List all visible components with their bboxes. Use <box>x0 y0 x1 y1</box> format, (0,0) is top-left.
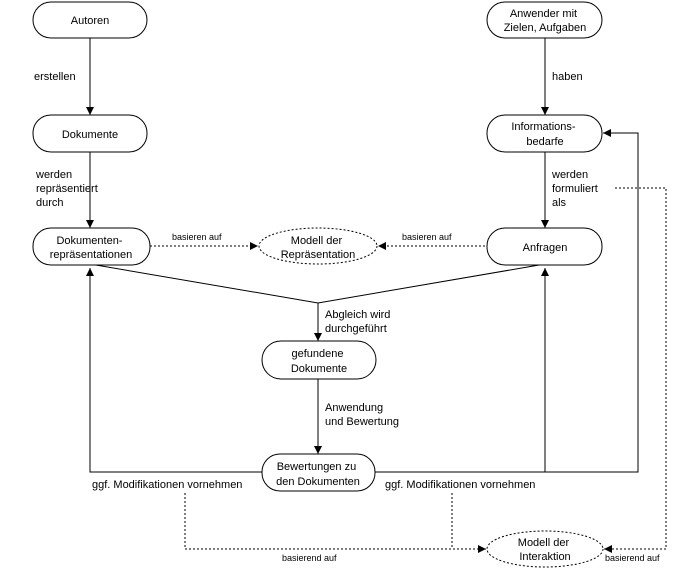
node-bewertungen-label: Bewertungen zu den Dokumenten <box>276 461 360 488</box>
node-anfragen: Anfragen <box>486 227 603 266</box>
node-bewertungen: Bewertungen zu den Dokumenten <box>261 453 376 492</box>
node-informationsbedarfe: Informations- bedarfe <box>486 114 603 153</box>
node-modell-repraesentation: Modell der Repräsentation <box>258 227 378 265</box>
label-werden-formuliert: werden formuliert als <box>551 169 601 209</box>
edge-feedback-repraesentationen <box>86 268 262 473</box>
node-dokumente-label: Dokumente <box>62 129 118 141</box>
edge-modifikationen-left-interaktion <box>184 493 486 553</box>
label-erstellen: erstellen <box>34 71 76 83</box>
node-anwender: Anwender mit Zielen, Aufgaben <box>486 1 603 39</box>
edges <box>86 38 667 553</box>
edge-formuliert-interaktion <box>604 187 667 553</box>
label-basierend-auf-left: basierend auf <box>282 553 337 563</box>
label-basieren-auf-right: basieren auf <box>402 232 452 242</box>
label-haben: haben <box>552 71 583 83</box>
label-werden-repraesentiert: werden repräsentiert durch <box>35 169 101 209</box>
node-informationsbedarfe-label: Informations- bedarfe <box>511 121 578 148</box>
label-basieren-auf-left: basieren auf <box>172 232 222 242</box>
node-autoren-label: Autoren <box>71 15 110 27</box>
node-gefundene: gefundene Dokumente <box>261 340 377 380</box>
label-basierend-auf-right: basierend auf <box>605 553 660 563</box>
nodes: Autoren Dokumente Dokumenten- repräsenta… <box>32 1 604 568</box>
edge-matching <box>89 263 546 304</box>
edge-feedback-informationsbedarfe <box>545 129 639 473</box>
label-modifikationen-left: ggf. Modifikationen vornehmen <box>92 479 242 491</box>
node-autoren: Autoren <box>32 1 148 39</box>
node-modell-interaktion: Modell der Interaktion <box>486 530 604 568</box>
node-dokumente: Dokumente <box>32 114 148 153</box>
node-modell-interaktion-label: Modell der Interaktion <box>518 537 572 563</box>
edge-labels: erstellen werden repräsentiert durch bas… <box>34 71 660 563</box>
node-repraesentationen: Dokumenten- repräsentationen <box>32 227 151 266</box>
node-repraesentationen-label: Dokumenten- repräsentationen <box>50 235 133 261</box>
node-modell-repraesentation-label: Modell der Repräsentation <box>281 235 356 261</box>
node-gefundene-label: gefundene Dokumente <box>291 348 347 375</box>
node-anfragen-label: Anfragen <box>523 242 568 254</box>
node-anwender-label: Anwender mit Zielen, Aufgaben <box>504 8 587 34</box>
label-anwendung: Anwendung und Bewertung <box>325 402 399 428</box>
label-abgleich: Abgleich wird durchgeführt <box>325 309 393 335</box>
edge-feedback-anfragen <box>375 268 549 473</box>
label-modifikationen-right: ggf. Modifikationen vornehmen <box>385 479 535 491</box>
